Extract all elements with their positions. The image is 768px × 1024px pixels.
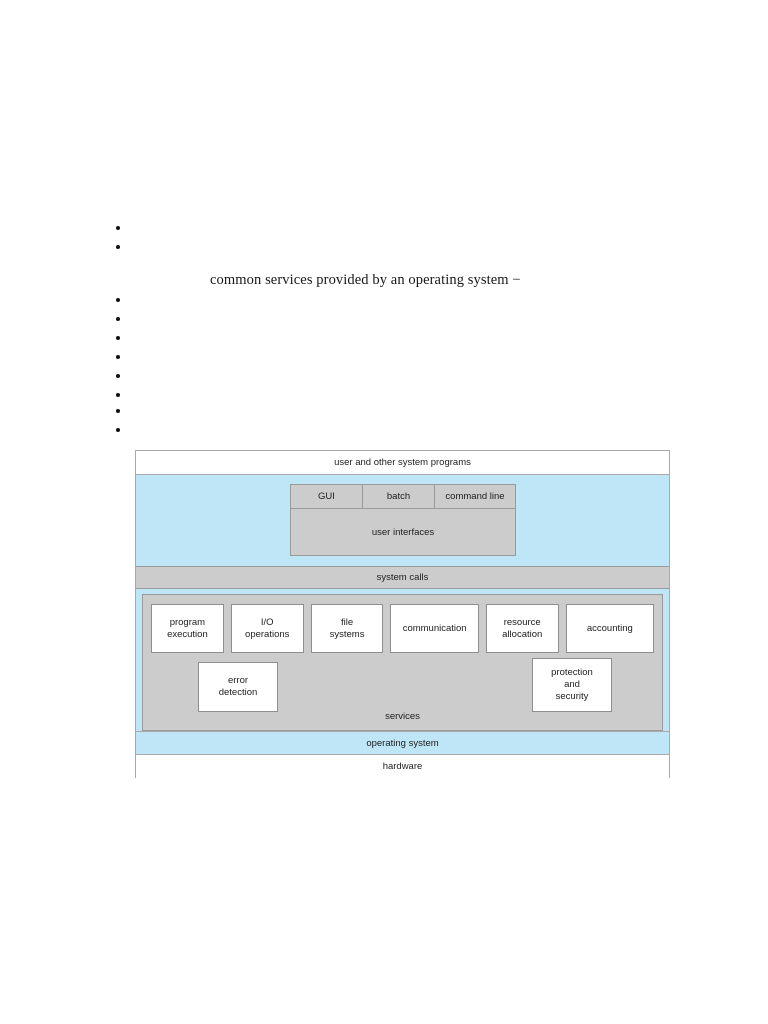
user-interfaces-block: GUI batch command line user interfaces	[290, 484, 516, 556]
bullet-dot-icon	[116, 226, 120, 230]
band-label: system calls	[376, 572, 429, 583]
list-item	[116, 424, 676, 438]
band-label: hardware	[382, 761, 423, 772]
band-hardware: hardware	[136, 755, 669, 778]
bullet-dot-icon	[116, 374, 120, 378]
list-item	[116, 370, 676, 384]
band-label: user and other system programs	[334, 457, 471, 468]
ui-mode-gui: GUI	[291, 485, 363, 508]
bullet-dot-icon	[116, 355, 120, 359]
list-item	[116, 405, 676, 419]
list-item	[116, 294, 676, 308]
list-item	[116, 351, 676, 365]
os-services-diagram: user and other system programs GUI batch…	[135, 450, 670, 778]
bullet-dot-icon	[116, 245, 120, 249]
band-user-interface-zone: GUI batch command line user interfaces	[136, 475, 669, 566]
ui-mode-command-line: command line	[445, 491, 505, 502]
list-item	[116, 389, 676, 403]
user-interface-modes-row: GUI batch command line	[291, 485, 515, 509]
band-operating-system: operating system	[136, 731, 669, 755]
bullet-dot-icon	[116, 409, 120, 413]
list-item	[116, 332, 676, 346]
bullet-dot-icon	[116, 317, 120, 321]
bullet-dot-icon	[116, 298, 120, 302]
bullet-dot-icon	[116, 393, 120, 397]
band-label: operating system	[366, 737, 439, 749]
service-box-communication: communication	[390, 604, 479, 653]
list-item	[116, 241, 676, 255]
list-item	[116, 222, 676, 236]
bullet-dot-icon	[116, 428, 120, 432]
lead-paragraph: common services provided by an operating…	[210, 272, 521, 288]
band-user-and-other-system-programs: user and other system programs	[136, 451, 669, 475]
document-bullet-list	[0, 0, 768, 440]
user-interfaces-label: user interfaces	[371, 526, 435, 538]
list-item	[116, 313, 676, 327]
band-system-calls: system calls	[136, 566, 669, 589]
service-box-accounting: accounting	[565, 604, 655, 653]
ui-mode-batch: batch	[363, 485, 435, 508]
bullet-dot-icon	[116, 336, 120, 340]
services-panel-label: services	[385, 711, 420, 722]
